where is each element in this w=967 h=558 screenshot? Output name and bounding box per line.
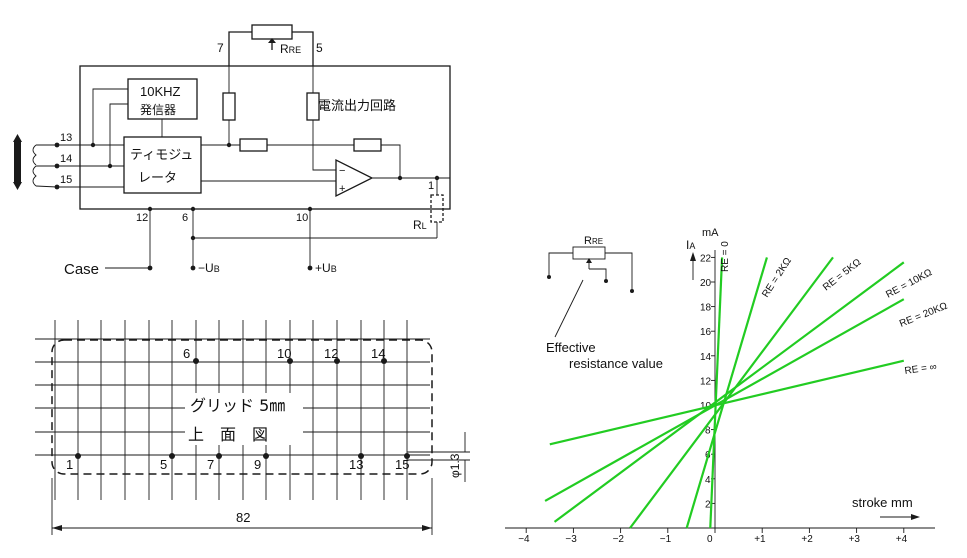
svg-text:−: −	[339, 165, 345, 177]
resistor-vertical-left	[222, 92, 236, 121]
rl-label: RL	[413, 218, 427, 232]
y-axis-label: IA	[686, 238, 695, 252]
plus-ub-label: +UB	[315, 261, 337, 275]
series-line	[629, 256, 834, 529]
inset-re-label: RRE	[584, 235, 603, 247]
grid-subtitle: 上 面 図	[188, 425, 268, 444]
x-tick-label: +3	[849, 534, 861, 545]
demodulator-label-2: レータ	[138, 171, 177, 186]
demodulator-label-1: ティモジュ	[130, 148, 193, 163]
sensor-coil	[13, 134, 58, 190]
pin-hole	[381, 358, 387, 364]
series-line	[544, 298, 905, 502]
oscillator-label-2: 発信器	[140, 103, 176, 117]
y-axis-unit: mA	[702, 227, 719, 239]
pin-1-label: 1	[428, 180, 434, 192]
pin-15-label: 15	[60, 174, 72, 186]
pin-hole	[334, 358, 340, 364]
inset-potentiometer	[547, 246, 634, 338]
re-label: RRE	[280, 42, 301, 56]
pin-hole	[75, 453, 81, 459]
oscillator-block	[127, 78, 198, 120]
series-label: RE = 5KΩ	[821, 257, 864, 294]
grid-pin-label: 6	[183, 346, 190, 361]
x-tick-label: −1	[660, 534, 672, 545]
dimension-82: 82	[236, 510, 250, 525]
circuit-schematic: 7 5 RRE 10KHZ 発信器 ティモジュ レータ 電流出力回路 − +	[13, 24, 451, 278]
y-tick-label: 2	[705, 499, 711, 510]
x-tick-label: +4	[896, 534, 908, 545]
grid-pin-label: 15	[395, 457, 409, 472]
pin-10-label: 10	[296, 212, 308, 224]
x-tick-label: −3	[565, 534, 577, 545]
y-tick-label: 12	[700, 376, 712, 387]
y-tick-label: 8	[705, 426, 711, 437]
potentiometer-re	[228, 24, 314, 66]
x-tick-label: −2	[613, 534, 625, 545]
grid-pin-label: 9	[254, 457, 261, 472]
series-line	[549, 359, 905, 446]
current-output-label: 電流出力回路	[318, 98, 396, 114]
module-footprint	[51, 339, 433, 475]
pin-hole	[216, 453, 222, 459]
x-tick-label: 0	[707, 534, 713, 545]
svg-text:+: +	[339, 183, 345, 195]
pin-hole	[193, 358, 199, 364]
x-tick-label: +1	[754, 534, 766, 545]
series-line	[553, 261, 905, 523]
pin-hole	[404, 453, 410, 459]
op-amp	[335, 158, 374, 198]
inset-caption-2: resistance value	[569, 356, 663, 371]
x-axis-label: stroke mm	[852, 495, 913, 510]
pin-5-label: 5	[316, 41, 323, 55]
series-label: RE = 20KΩ	[898, 300, 949, 329]
pin-13-label: 13	[60, 132, 72, 144]
pin-6-label: 6	[182, 212, 188, 224]
pin-hole	[263, 453, 269, 459]
pin-hole	[287, 358, 293, 364]
series-label: RE = ∞	[904, 362, 938, 377]
grid-pin-label: 13	[349, 457, 363, 472]
resistor-horizontal-1	[239, 138, 268, 152]
pin-hole	[169, 453, 175, 459]
series-label: RE = 0	[720, 241, 731, 272]
y-tick-label: 22	[700, 253, 712, 264]
oscillator-label-1: 10KHZ	[140, 84, 181, 99]
grid-pin-label: 12	[324, 346, 338, 361]
case-label: Case	[64, 261, 99, 278]
grid-pin-label: 7	[207, 457, 214, 472]
grid-title: グリッド 5㎜	[190, 396, 285, 415]
minus-ub-label: −UB	[198, 261, 220, 275]
series-line	[709, 257, 724, 529]
y-tick-label: 4	[705, 475, 711, 486]
x-tick-label: +2	[801, 534, 813, 545]
y-tick-label: 14	[700, 352, 712, 363]
x-tick-label: −4	[518, 534, 530, 545]
pin-hole	[358, 453, 364, 459]
inset-caption-1: Effective	[546, 340, 596, 355]
grid-pin-label: 10	[277, 346, 291, 361]
y-tick-label: 18	[700, 303, 712, 314]
resistor-horizontal-2	[353, 138, 382, 152]
grid-pin-label: 1	[66, 457, 73, 472]
pin-7-label: 7	[217, 41, 224, 55]
demodulator-block	[123, 136, 202, 194]
pin-12-label: 12	[136, 212, 148, 224]
grid-pin-label: 14	[371, 346, 385, 361]
pin-14-label: 14	[60, 153, 72, 165]
y-tick-label: 16	[700, 327, 712, 338]
grid-pin-label: 5	[160, 457, 167, 472]
hole-dimension: φ1.3	[448, 453, 462, 478]
y-tick-label: 20	[700, 278, 712, 289]
module-outline	[79, 65, 451, 210]
